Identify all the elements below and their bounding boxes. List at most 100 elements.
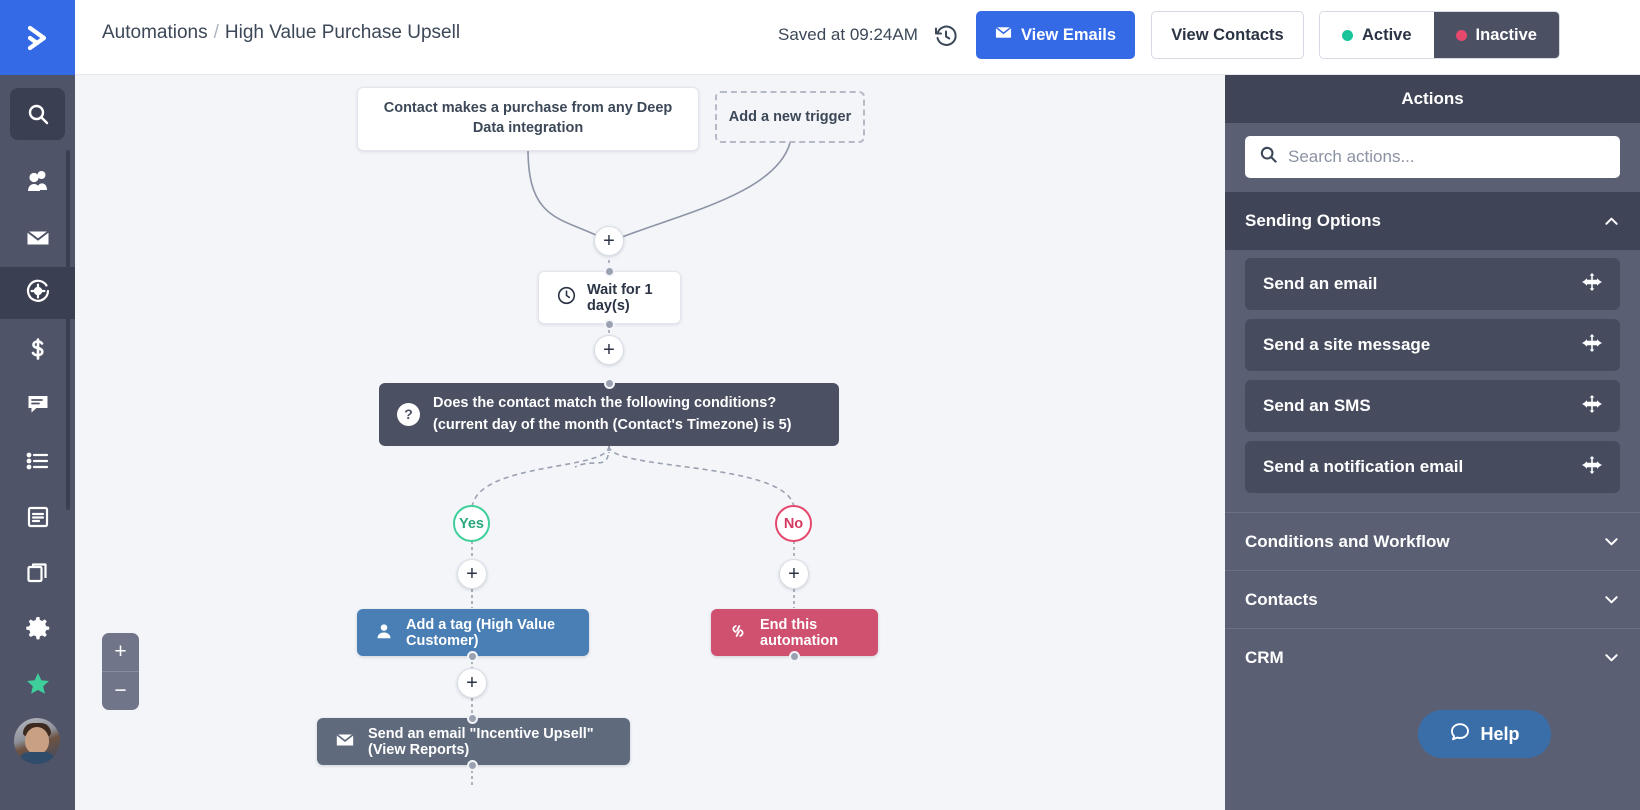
send-email-node[interactable]: Send an email "Incentive Upsell" (View R… <box>317 718 630 765</box>
add-step-button[interactable]: + <box>594 226 624 256</box>
connector-dot <box>789 651 800 662</box>
section-conditions-and-workflow[interactable]: Conditions and Workflow <box>1225 512 1640 570</box>
saved-status-text: Saved at 09:24AM <box>778 25 918 44</box>
add-step-button[interactable]: + <box>594 335 624 365</box>
branch-yes-label: Yes <box>459 515 484 532</box>
status-toggle: Active Inactive <box>1319 11 1560 59</box>
trigger-node[interactable]: Contact makes a purchase from any Deep D… <box>357 87 699 151</box>
account-avatar[interactable] <box>14 718 60 764</box>
zoom-out-button[interactable]: − <box>114 679 127 702</box>
section-contacts[interactable]: Contacts <box>1225 570 1640 628</box>
view-contacts-label: View Contacts <box>1171 25 1284 44</box>
search-icon <box>1259 145 1278 169</box>
dollar-icon[interactable] <box>10 323 65 375</box>
left-nav-rail <box>0 0 75 810</box>
connector-dot <box>467 760 478 771</box>
wait-node[interactable]: Wait for 1 day(s) <box>538 271 681 324</box>
end-automation-node[interactable]: End this automation <box>711 609 878 656</box>
wait-node-label: Wait for 1 day(s) <box>587 281 653 314</box>
status-active-label: Active <box>1362 25 1412 44</box>
branch-no-label: No <box>783 515 804 532</box>
drag-handle-icon[interactable] <box>1582 333 1602 358</box>
pages-icon[interactable] <box>10 547 65 599</box>
star-icon[interactable] <box>10 658 65 710</box>
end-flag-icon <box>729 622 747 644</box>
gear-icon[interactable] <box>10 602 65 654</box>
chat-bubble-icon <box>1449 721 1471 748</box>
breadcrumb-automations[interactable]: Automations <box>102 22 208 43</box>
help-button[interactable]: Help <box>1418 710 1551 758</box>
branch-no-button[interactable]: No <box>775 505 812 542</box>
search-icon[interactable] <box>10 88 65 140</box>
envelope-icon <box>335 730 355 754</box>
section-crm-label: CRM <box>1245 647 1284 667</box>
list-icon[interactable] <box>10 435 65 487</box>
view-emails-button[interactable]: View Emails <box>976 11 1135 59</box>
actions-search-wrapper: Search actions... <box>1225 123 1640 192</box>
action-send-an-email-label: Send an email <box>1263 274 1378 293</box>
connector-dot <box>467 651 478 662</box>
activecampaign-chevron-logo[interactable] <box>0 0 75 75</box>
action-send-a-notification-email[interactable]: Send a notification email <box>1245 441 1620 493</box>
chevron-down-icon <box>1603 649 1620 666</box>
add-step-button[interactable]: + <box>457 668 487 698</box>
help-button-label: Help <box>1480 723 1520 744</box>
automations-icon <box>24 277 52 310</box>
action-send-a-site-message[interactable]: Send a site message <box>1245 319 1620 371</box>
contacts-icon[interactable] <box>10 155 65 207</box>
send-email-node-label: Send an email "Incentive Upsell" (View R… <box>368 725 594 758</box>
search-actions-input[interactable]: Search actions... <box>1245 136 1620 178</box>
chevron-down-icon <box>1603 591 1620 608</box>
action-send-an-email[interactable]: Send an email <box>1245 258 1620 310</box>
view-emails-label: View Emails <box>1020 25 1117 44</box>
section-sending-options-label: Sending Options <box>1245 211 1381 230</box>
status-inactive-button[interactable]: Inactive <box>1433 12 1559 58</box>
view-contacts-button[interactable]: View Contacts <box>1151 11 1304 59</box>
inactive-status-dot <box>1455 29 1467 41</box>
sidebar-item-automations[interactable] <box>0 267 75 319</box>
chevron-up-icon <box>1603 213 1620 230</box>
canvas-zoom-controls: + − <box>102 633 139 710</box>
forms-icon[interactable] <box>10 491 65 543</box>
action-send-a-notification-email-label: Send a notification email <box>1263 457 1464 476</box>
envelope-icon <box>995 24 1012 46</box>
connector-dot <box>604 319 615 330</box>
automation-canvas[interactable]: Contact makes a purchase from any Deep D… <box>75 75 1225 810</box>
active-status-dot <box>1342 29 1353 41</box>
clock-icon <box>557 286 576 309</box>
zoom-in-button[interactable]: + <box>102 633 139 672</box>
branch-yes-button[interactable]: Yes <box>453 505 490 542</box>
action-send-an-sms-label: Send an SMS <box>1263 396 1371 415</box>
history-revert-icon[interactable] <box>932 22 960 50</box>
contact-tag-icon <box>375 622 393 644</box>
add-tag-node[interactable]: Add a tag (High Value Customer) <box>357 609 589 656</box>
drag-handle-icon[interactable] <box>1582 394 1602 419</box>
add-new-trigger-node[interactable]: Add a new trigger <box>715 91 865 143</box>
add-new-trigger-label: Add a new trigger <box>728 109 852 125</box>
connector-dot <box>604 378 615 389</box>
condition-node[interactable]: ? Does the contact match the following c… <box>379 383 839 446</box>
search-actions-placeholder: Search actions... <box>1288 147 1415 166</box>
actions-panel-title: Actions <box>1225 75 1640 123</box>
action-send-an-sms[interactable]: Send an SMS <box>1245 380 1620 432</box>
status-active-button[interactable]: Active <box>1320 12 1434 58</box>
rail-scrollbar[interactable] <box>66 150 70 510</box>
connector-dot <box>467 713 478 724</box>
add-step-button[interactable]: + <box>457 559 487 589</box>
drag-handle-icon[interactable] <box>1582 455 1602 480</box>
drag-handle-icon[interactable] <box>1582 272 1602 297</box>
breadcrumb: Automations/High Value Purchase Upsell <box>102 22 460 44</box>
chevron-down-icon <box>1603 533 1620 550</box>
add-step-button[interactable]: + <box>779 559 809 589</box>
trigger-node-label: Contact makes a purchase from any Deep D… <box>383 100 673 136</box>
section-sending-options-body: Send an email Send a site message Send a… <box>1225 250 1640 512</box>
section-conditions-and-workflow-label: Conditions and Workflow <box>1245 531 1450 551</box>
breadcrumb-separator: / <box>213 22 219 43</box>
conversations-icon[interactable] <box>10 378 65 430</box>
section-crm[interactable]: CRM <box>1225 628 1640 686</box>
actions-panel: Actions Search actions... Sending Option… <box>1225 75 1640 810</box>
envelope-icon[interactable] <box>10 212 65 264</box>
top-header-bar: Automations/High Value Purchase Upsell S… <box>75 0 1640 75</box>
status-inactive-label: Inactive <box>1475 25 1537 44</box>
section-sending-options[interactable]: Sending Options <box>1225 192 1640 250</box>
